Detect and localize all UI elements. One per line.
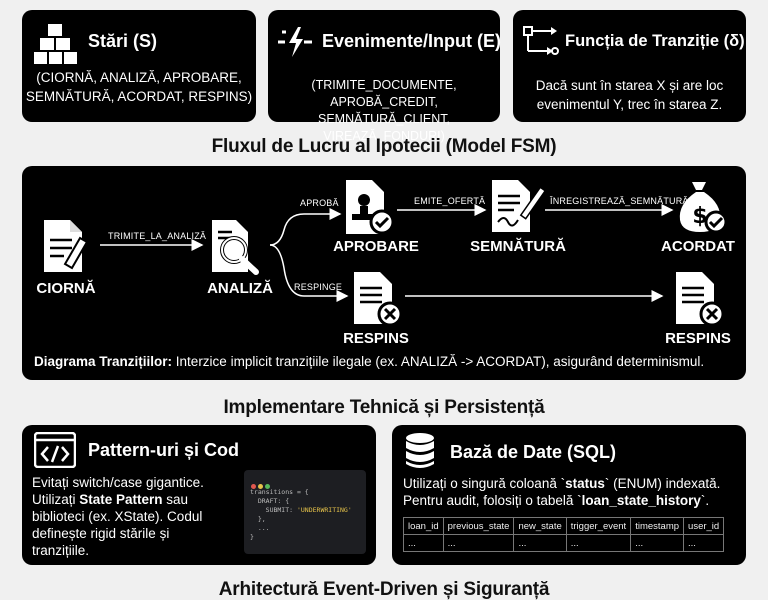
states-card-body: (CIORNĂ, ANALIZĂ, APROBARE, SEMNĂTURĂ, A… (25, 70, 253, 104)
node-granted: ACORDAT (661, 238, 735, 255)
analysis-magnifier-icon (212, 220, 259, 275)
table-row: ... ... ... ... ... ... (403, 534, 725, 552)
edge-label-submit: TRIMITE_LA_ANALIZĂ (108, 231, 207, 241)
bottom-section-title: Arhitectură Event-Driven și Siguranță (218, 579, 550, 600)
events-card-title: Evenimente/Input (E) (322, 31, 502, 51)
money-bag-icon: $ (679, 182, 728, 234)
window-dots (251, 476, 272, 494)
node-rejected-final: RESPINS (665, 330, 731, 347)
transition-card-title: Funcția de Tranziție (δ) (565, 32, 745, 50)
transition-card: Funcția de Tranziție (δ) Dacă sunt în st… (513, 10, 746, 122)
edge-approve (269, 208, 342, 246)
table-header-cell: timestamp (630, 517, 685, 535)
fsm-diagram-card: $ CIORNĂ ANALIZĂ APROBARE SEMNĂTURĂ ACOR… (22, 166, 746, 380)
node-rejected: RESPINS (343, 330, 409, 347)
transition-arrows-icon (523, 26, 559, 55)
code-text: transitions = { DRAFT: { SUBMIT: 'UNDERW… (250, 488, 352, 541)
database-icon (406, 433, 434, 468)
pattern-card-body: Evitați switch/case gigantice. Utilizați… (32, 475, 204, 558)
blocks-icon (34, 24, 77, 64)
code-snippet: transitions = { DRAFT: { SUBMIT: 'UNDERW… (244, 470, 366, 554)
rejected-document-icon (354, 272, 403, 327)
transition-card-body: Dacă sunt în starea X și are loc evenime… (535, 78, 724, 112)
events-card: Evenimente/Input (E) (TRIMITE_DOCUMENTE,… (268, 10, 502, 143)
events-card-body: (TRIMITE_DOCUMENTE, APROBĂ_CREDIT, SEMNĂ… (311, 78, 457, 143)
fsm-edges (100, 204, 674, 302)
database-card-title: Bază de Date (SQL) (450, 442, 617, 462)
fsm-caption: Diagrama Tranzițiilor: Interzice implici… (34, 354, 705, 369)
edge-reject (269, 244, 349, 302)
lightning-icon (278, 27, 312, 57)
pattern-card-title: Pattern-uri și Cod (88, 440, 240, 460)
node-signature: SEMNĂTURĂ (470, 238, 566, 255)
node-approval: APROBARE (333, 238, 419, 255)
table-cell: ... (442, 534, 515, 552)
table-header-cell: new_state (513, 517, 567, 535)
node-analysis: ANALIZĂ (207, 280, 273, 297)
signature-document-icon (492, 180, 546, 232)
table-header-cell: loan_id (403, 517, 444, 535)
table-cell: ... (565, 534, 632, 552)
states-card: Stări (S) (CIORNĂ, ANALIZĂ, APROBARE, SE… (22, 10, 256, 122)
table-header-row: loan_id previous_state new_state trigger… (403, 517, 725, 535)
table-cell: ... (513, 534, 567, 552)
table-cell: ... (403, 534, 444, 552)
table-header-cell: previous_state (442, 517, 515, 535)
edge-label-approve: APROBĂ (300, 198, 339, 208)
code-window-icon (34, 432, 76, 468)
approval-stamp-icon (346, 180, 395, 235)
draft-document-icon (44, 220, 88, 272)
table-header-cell: trigger_event (565, 517, 632, 535)
table-cell: ... (630, 534, 685, 552)
node-draft: CIORNĂ (36, 280, 96, 297)
table-cell: ... (683, 534, 725, 552)
implementation-section-title: Implementare Tehnică și Persistență (223, 397, 545, 418)
rejected-final-document-icon (676, 272, 725, 327)
database-card-body: Utilizați o singură coloană `status` (EN… (403, 476, 721, 508)
edge-label-register-signature: ÎNREGISTREAZĂ_SEMNĂTURĂ (550, 196, 689, 206)
svg-text:$: $ (692, 204, 707, 229)
workflow-section-title: Fluxul de Lucru al Ipotecii (Model FSM) (211, 136, 557, 157)
edge-label-reject: RESPINGE (294, 282, 343, 292)
state-history-table: loan_id previous_state new_state trigger… (403, 517, 725, 552)
states-card-title: Stări (S) (88, 31, 158, 51)
edge-label-issue-offer: EMITE_OFERTĂ (414, 196, 486, 206)
table-header-cell: user_id (683, 517, 725, 535)
